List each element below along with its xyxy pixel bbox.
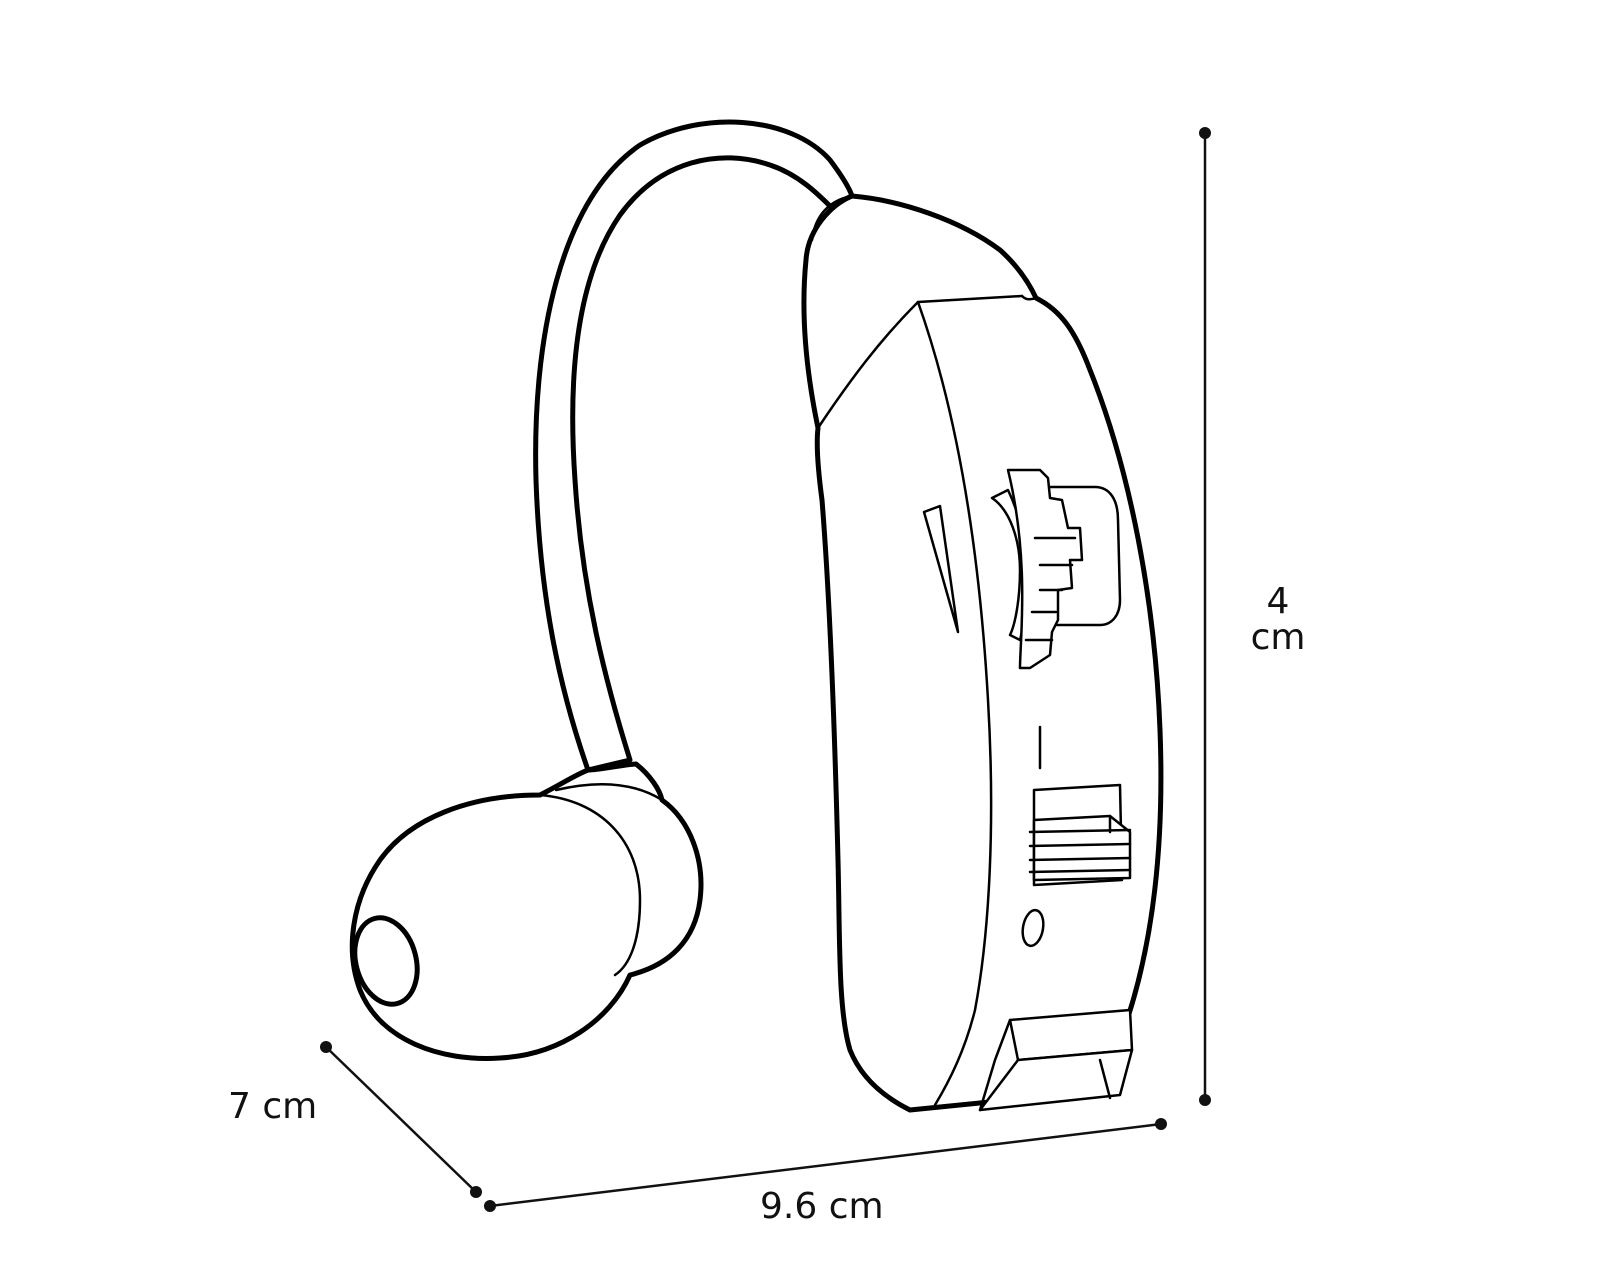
height-value: 4: [1266, 581, 1290, 622]
ear-hook-tube: [533, 119, 855, 773]
height-unit: cm: [1250, 617, 1306, 658]
ear-dome-tip: [349, 761, 704, 1061]
volume-wedge-indicator: [922, 504, 960, 634]
mode-switch: [1028, 783, 1132, 887]
depth-dimension-line: [320, 1041, 482, 1198]
battery-door: [978, 1008, 1134, 1112]
hearing-aid-body: [801, 193, 1164, 1113]
volume-wheel: [990, 468, 1122, 670]
height-dimension-line: [1199, 127, 1211, 1106]
width-label: 9.6 cm: [760, 1186, 884, 1227]
microphone-hole: [1021, 908, 1045, 948]
depth-label: 7 cm: [228, 1086, 318, 1127]
width-dimension-line: [484, 1118, 1167, 1212]
height-label: 4 cm: [1238, 584, 1318, 656]
